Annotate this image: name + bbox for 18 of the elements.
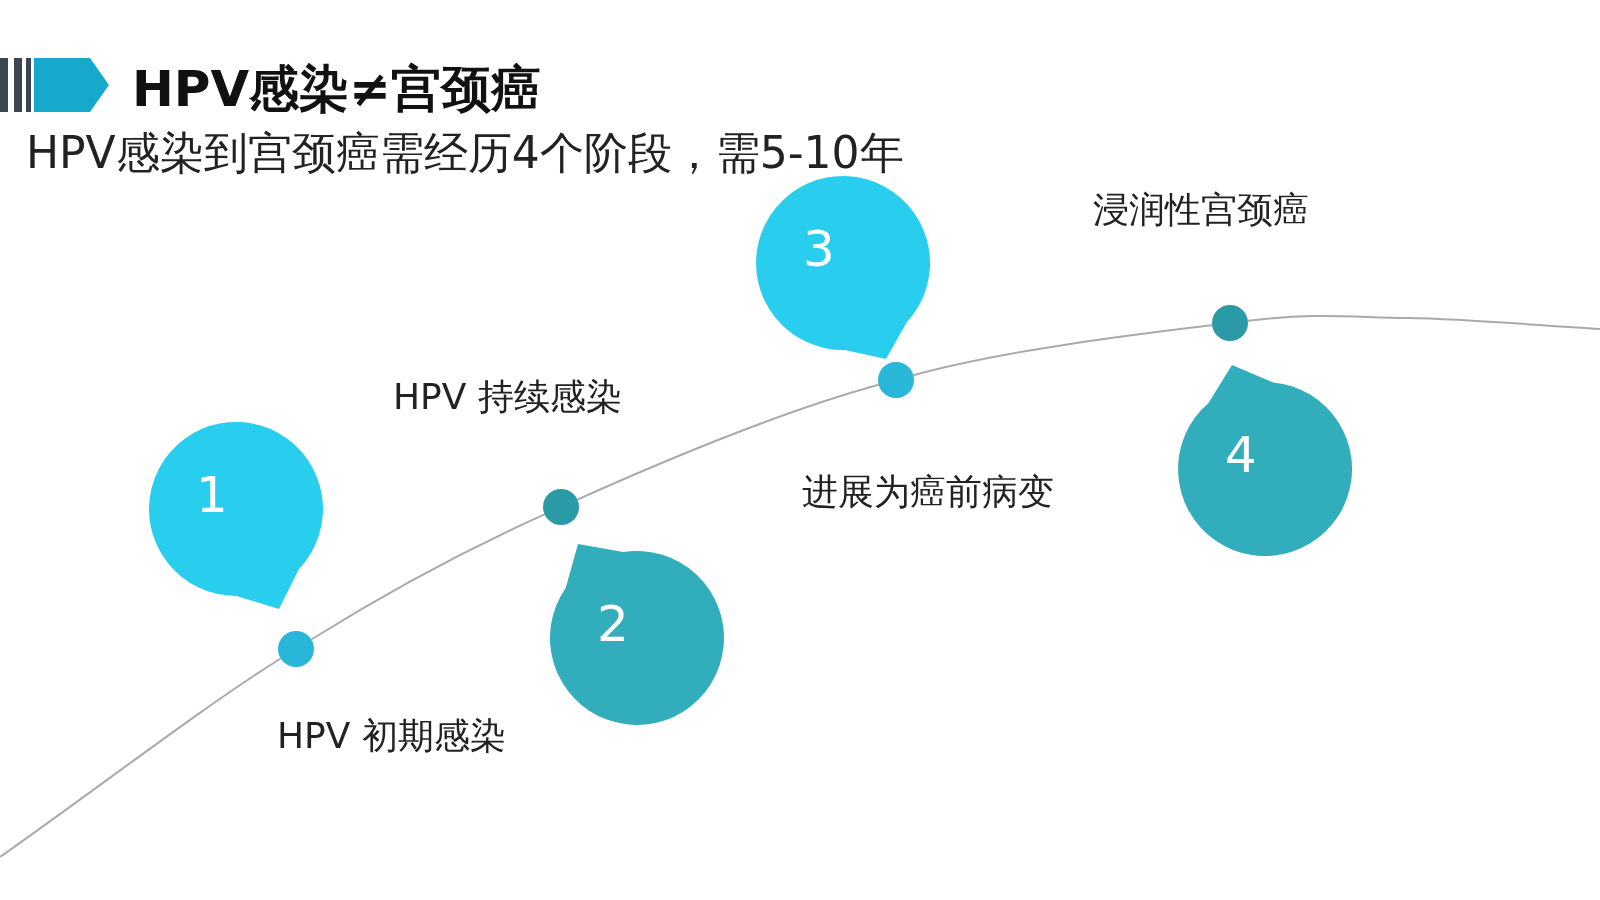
timeline-dot <box>543 489 579 525</box>
speech-bubble: 4 <box>1178 365 1352 556</box>
curve-line <box>0 657 282 858</box>
timeline-dot <box>278 631 314 667</box>
timeline-dot <box>1212 305 1248 341</box>
curve-line <box>310 513 546 641</box>
title: HPV感染≠宫颈癌 <box>132 59 542 120</box>
curve-line <box>576 383 880 501</box>
curve-line <box>1246 315 1600 330</box>
stage-label: HPV 初期感染 <box>277 714 506 758</box>
timeline-dot <box>878 362 914 398</box>
speech-bubble: 3 <box>756 176 930 359</box>
stage-label: HPV 持续感染 <box>393 375 622 419</box>
stage-label: 浸润性宫颈癌 <box>1093 188 1309 232</box>
speech-bubble: 1 <box>149 422 323 609</box>
curve-line <box>912 324 1214 377</box>
speech-bubble: 2 <box>550 544 724 725</box>
stage-label: 进展为癌前病变 <box>802 470 1054 514</box>
